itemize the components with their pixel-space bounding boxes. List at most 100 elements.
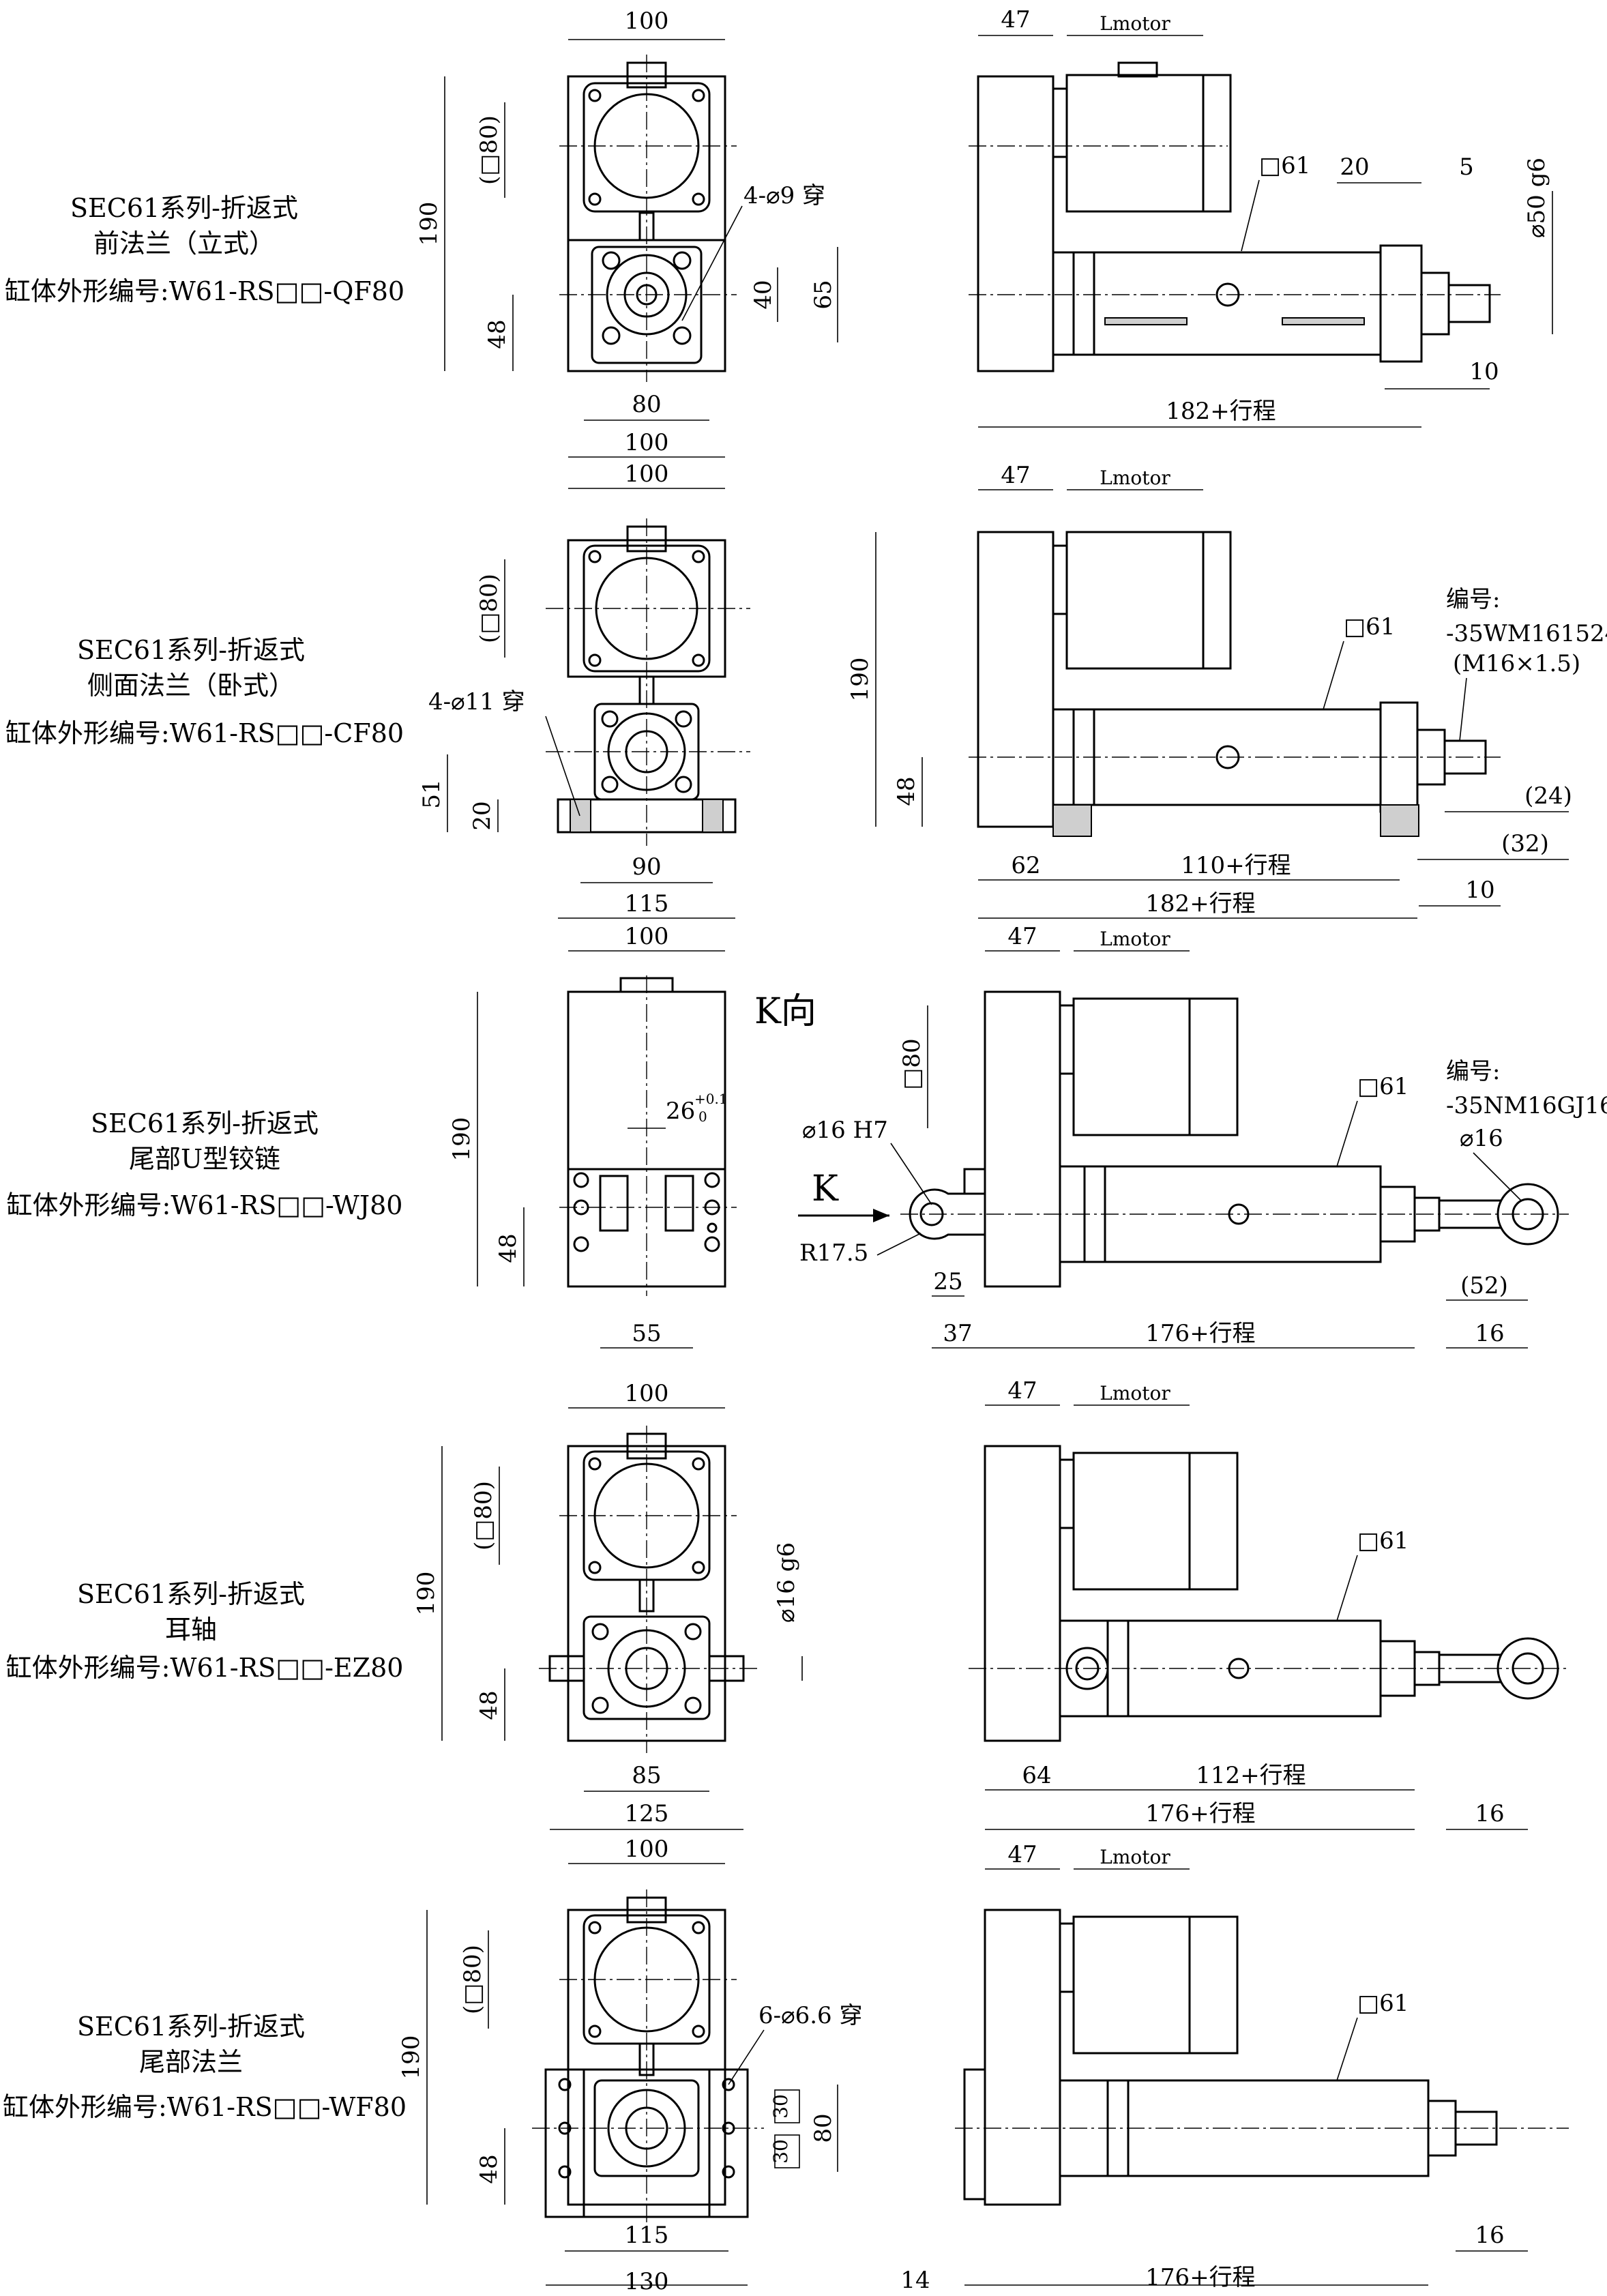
row-5-series: SEC61系列-折返式 bbox=[77, 2012, 305, 2042]
r4-dim-190: 190 bbox=[413, 1572, 440, 1616]
r4-side-47: 47 bbox=[1007, 1377, 1037, 1404]
r3-dim-55: 55 bbox=[632, 1320, 661, 1347]
r5-side-14: 14 bbox=[900, 2267, 930, 2294]
r2-dim-51: 51 bbox=[418, 779, 445, 808]
r3-side-no2: -35NM16GJ16 bbox=[1446, 1092, 1607, 1119]
row-5: SEC61系列-折返式 尾部法兰 缸体外形编号:W61-RS□□-WF80 10… bbox=[3, 1836, 1569, 2295]
r2-dim-sq80: (□80) bbox=[475, 574, 503, 643]
r5-dim-115: 115 bbox=[625, 2222, 669, 2249]
row-4-code: 缸体外形编号:W61-RS□□-EZ80 bbox=[6, 1653, 404, 1683]
r2-side-10: 10 bbox=[1465, 877, 1494, 904]
r2-side-lmotor: Lmotor bbox=[1100, 467, 1170, 489]
r3-view-label: K向 bbox=[754, 991, 816, 1032]
r5-dim-top: 100 bbox=[625, 1836, 669, 1863]
r2-dim-top: 100 bbox=[625, 460, 669, 488]
r1-side-47: 47 bbox=[1001, 6, 1030, 33]
r2-side-len: 182+行程 bbox=[1145, 890, 1255, 917]
row-4: SEC61系列-折返式 耳轴 缸体外形编号:W61-RS□□-EZ80 100 … bbox=[6, 1377, 1569, 1830]
row-1-series: SEC61系列-折返式 bbox=[70, 193, 298, 223]
r1-holes: 4-⌀9 穿 bbox=[743, 182, 825, 209]
r5-side-sq61: □61 bbox=[1357, 1990, 1409, 2017]
r4-side-lmotor: Lmotor bbox=[1100, 1382, 1170, 1404]
r1-dim-sq80: (□80) bbox=[475, 115, 503, 185]
r3-dim-26: 26 bbox=[666, 1098, 695, 1125]
r3-side-52: (52) bbox=[1460, 1272, 1508, 1299]
r4-side-len: 176+行程 bbox=[1145, 1800, 1255, 1827]
row-3-mount: 尾部U型铰链 bbox=[129, 1144, 280, 1174]
row-5-mount: 尾部法兰 bbox=[139, 2047, 243, 2077]
r5-side-len: 176+行程 bbox=[1145, 2264, 1255, 2291]
r4-dim-125: 125 bbox=[625, 1800, 669, 1827]
r2-dim-115: 115 bbox=[625, 890, 669, 917]
r1-dim-48: 48 bbox=[484, 319, 511, 349]
r5-dim-80: 80 bbox=[810, 2113, 837, 2143]
r3-side-no1: 编号: bbox=[1446, 1058, 1500, 1085]
r3-side-r17: R17.5 bbox=[799, 1239, 868, 1267]
r5-side-lmotor: Lmotor bbox=[1100, 1846, 1170, 1868]
row-4-side-view: 47 Lmotor □61 64 112+行程 176+行程 16 bbox=[969, 1377, 1569, 1830]
r1-side-len: 182+行程 bbox=[1166, 398, 1276, 425]
row-1-code: 缸体外形编号:W61-RS□□-QF80 bbox=[5, 276, 404, 306]
r2-side-32: (32) bbox=[1501, 830, 1549, 857]
r3-side-37: 37 bbox=[943, 1320, 972, 1347]
row-5-code: 缸体外形编号:W61-RS□□-WF80 bbox=[3, 2092, 407, 2122]
r1-dim-65: 65 bbox=[810, 280, 837, 309]
r3-side-sq80: □80 bbox=[898, 1038, 926, 1089]
r2-side-no3: (M16×1.5) bbox=[1453, 650, 1580, 677]
r2-side-no2: -35WM161524 bbox=[1446, 620, 1607, 647]
r4-dim-85: 85 bbox=[632, 1762, 661, 1789]
row-2-mount: 侧面法兰（卧式） bbox=[87, 671, 295, 701]
row-3-series: SEC61系列-折返式 bbox=[91, 1108, 319, 1138]
row-3-code: 缸体外形编号:W61-RS□□-WJ80 bbox=[7, 1190, 403, 1220]
r5-dim-130: 130 bbox=[625, 2268, 669, 2295]
r3-side-sq61: □61 bbox=[1357, 1073, 1409, 1100]
r4-side-112: 112+行程 bbox=[1196, 1762, 1306, 1789]
r4-side-sq61: □61 bbox=[1357, 1527, 1409, 1555]
row-3-front-view: 100 K向 190 48 26 +0.1 0 55 bbox=[448, 923, 816, 1349]
r1-dim-top: 100 bbox=[625, 8, 669, 35]
r3-side-47: 47 bbox=[1007, 923, 1037, 950]
r2-side-48: 48 bbox=[893, 776, 920, 806]
r3-side-25: 25 bbox=[933, 1268, 962, 1295]
r5-dim-sq80: (□80) bbox=[459, 1945, 486, 2014]
r1-dim-40: 40 bbox=[750, 280, 777, 309]
r2-dim-90: 90 bbox=[632, 853, 661, 881]
r3-dim-190: 190 bbox=[448, 1117, 475, 1162]
row-3: SEC61系列-折返式 尾部U型铰链 缸体外形编号:W61-RS□□-WJ80 … bbox=[7, 923, 1607, 1349]
r1-side-sq61: □61 bbox=[1259, 152, 1310, 179]
row-3-side-view: 47 Lmotor □80 □61 编号: -35NM16GJ16 ⌀16 ⌀1… bbox=[798, 923, 1607, 1349]
r5-dim-30b: 30 bbox=[769, 2139, 792, 2164]
r2-side-24: (24) bbox=[1524, 782, 1572, 810]
r4-side-64: 64 bbox=[1022, 1762, 1051, 1789]
r2-side-47: 47 bbox=[1001, 462, 1030, 489]
r1-side-5: 5 bbox=[1459, 153, 1474, 181]
r1-side-10: 10 bbox=[1469, 358, 1499, 385]
r3-side-pin: ⌀16 H7 bbox=[802, 1117, 888, 1144]
r2-side-110: 110+行程 bbox=[1181, 852, 1291, 879]
r5-side-16: 16 bbox=[1475, 2222, 1504, 2249]
row-1-mount: 前法兰（立式） bbox=[93, 229, 275, 259]
r4-dim-d16: ⌀16 g6 bbox=[773, 1542, 800, 1623]
row-2-front-view: 100 (□80) 4-⌀11 穿 51 20 90 115 bbox=[418, 460, 750, 919]
r5-dim-190: 190 bbox=[398, 2035, 425, 2080]
r3-side-lmotor: Lmotor bbox=[1100, 928, 1170, 950]
r1-dim-100b: 100 bbox=[625, 429, 669, 456]
r5-side-47: 47 bbox=[1007, 1841, 1037, 1868]
row-4-front-view: 100 190 (□80) 48 ⌀16 g6 85 125 bbox=[413, 1380, 803, 1830]
row-1: SEC61系列-折返式 前法兰（立式） 缸体外形编号:W61-RS□□-QF80… bbox=[5, 6, 1553, 458]
r5-holes: 6-⌀6.6 穿 bbox=[758, 2002, 862, 2029]
r2-dim-20: 20 bbox=[469, 801, 496, 830]
r4-dim-top: 100 bbox=[625, 1380, 669, 1407]
row-2: SEC61系列-折返式 侧面法兰（卧式） 缸体外形编号:W61-RS□□-CF8… bbox=[5, 460, 1607, 919]
row-4-mount: 耳轴 bbox=[165, 1615, 217, 1645]
r1-side-lmotor: Lmotor bbox=[1100, 12, 1170, 35]
r3-tol-dn: 0 bbox=[698, 1108, 707, 1125]
r3-dim-48: 48 bbox=[495, 1233, 522, 1263]
r2-side-190: 190 bbox=[846, 658, 874, 702]
row-2-code: 缸体外形编号:W61-RS□□-CF80 bbox=[5, 718, 404, 748]
r1-side-20: 20 bbox=[1340, 153, 1369, 181]
row-5-side-view: 47 Lmotor □61 14 176+行程 16 bbox=[900, 1841, 1569, 2294]
row-1-side-view: 47 Lmotor □61 20 5 ⌀50 g6 10 182+行程 bbox=[969, 6, 1553, 428]
r4-side-16: 16 bbox=[1475, 1800, 1504, 1827]
r2-side-sq61: □61 bbox=[1344, 613, 1395, 641]
